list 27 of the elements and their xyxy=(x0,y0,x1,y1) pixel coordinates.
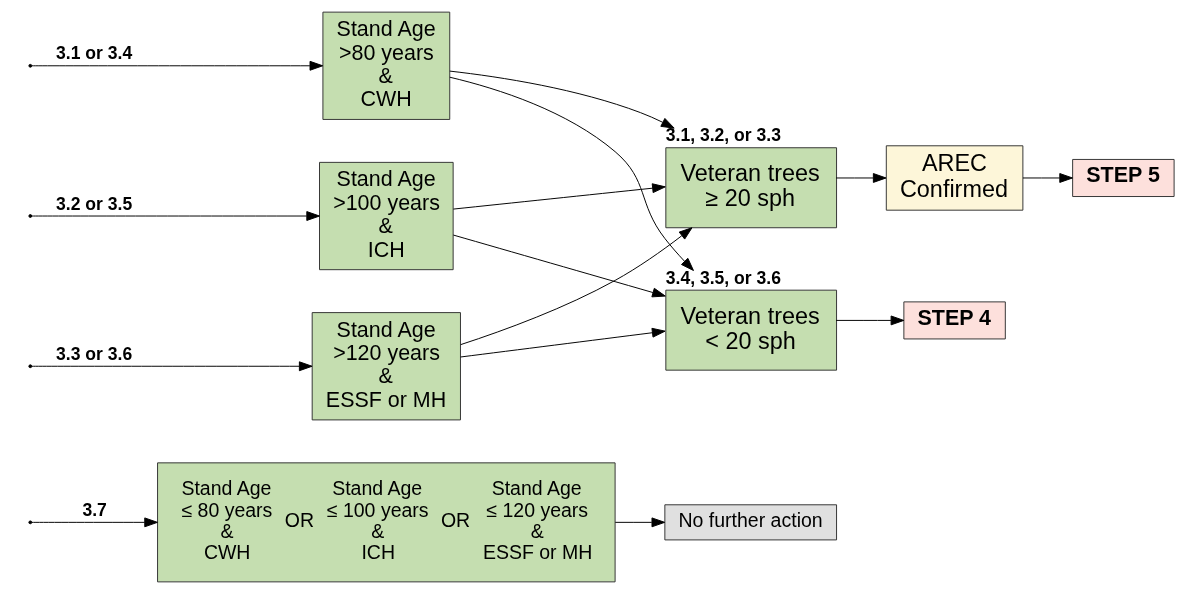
node-box: Stand Age >120 years & ESSF or MH xyxy=(311,312,461,421)
arrow xyxy=(31,60,324,71)
edge-label: 3.3 or 3.6 xyxy=(56,343,133,364)
arrow xyxy=(449,76,694,271)
node-box: Stand Age >100 years & ICH xyxy=(319,161,454,271)
arrow xyxy=(460,327,666,358)
arrow xyxy=(31,361,313,372)
arrow xyxy=(614,517,666,528)
arrow xyxy=(452,183,666,210)
arrow xyxy=(31,517,158,528)
edge-label: 3.7 xyxy=(82,499,107,520)
node-box: No further action xyxy=(664,504,838,541)
edge-label: 3.1 or 3.4 xyxy=(56,43,133,64)
node-box: Stand Age >80 years & CWH xyxy=(322,11,451,120)
arrow xyxy=(460,227,693,346)
node-box: STEP 5 xyxy=(1072,158,1175,197)
arrow xyxy=(449,70,675,129)
node-box: AREC Confirmed xyxy=(885,145,1024,211)
node-label: 3.1, 3.2, or 3.3 xyxy=(665,125,781,146)
arrow xyxy=(1022,173,1073,183)
node-box: STEP 4 xyxy=(903,301,1006,340)
edge-label: 3.2 or 3.5 xyxy=(56,193,133,214)
arrow xyxy=(835,315,905,326)
arrow xyxy=(31,211,320,221)
arrow xyxy=(835,173,887,183)
node-label: 3.4, 3.5, or 3.6 xyxy=(665,267,781,288)
arrow xyxy=(452,234,666,298)
